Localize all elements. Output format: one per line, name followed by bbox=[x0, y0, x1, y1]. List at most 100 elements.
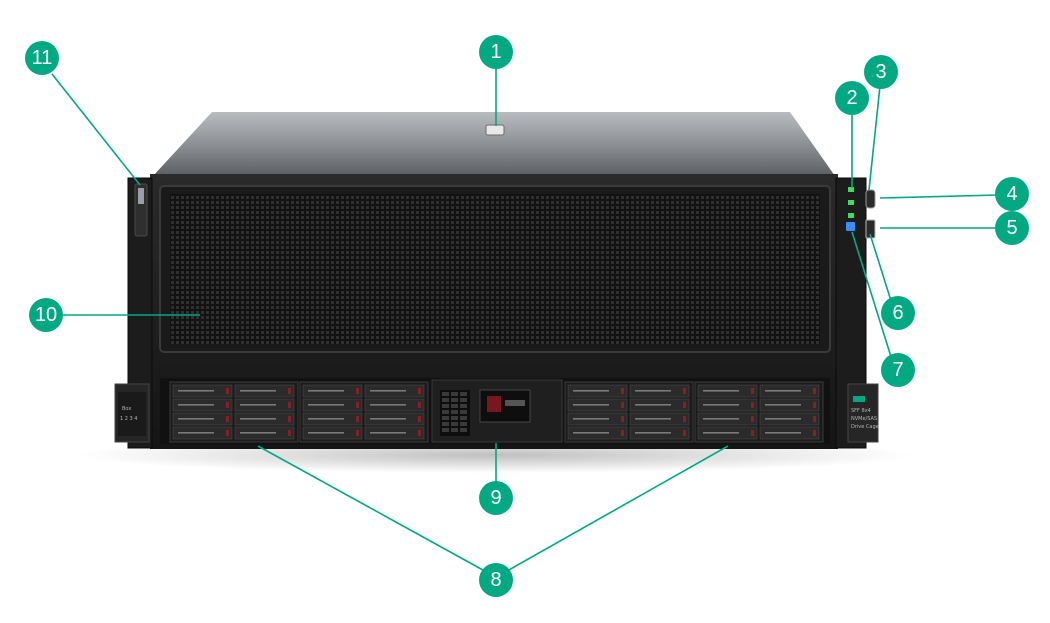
drive-label-strip bbox=[178, 432, 214, 434]
callout-3: 3 bbox=[864, 55, 898, 89]
right-tag-led bbox=[853, 396, 865, 402]
callout-2-label: 2 bbox=[846, 87, 857, 109]
drive-label-strip bbox=[370, 390, 406, 392]
drive-label-strip bbox=[308, 418, 344, 420]
drive-release-latch[interactable] bbox=[813, 430, 816, 436]
vent-slot bbox=[460, 398, 467, 402]
callout-11-label: 11 bbox=[32, 47, 53, 69]
drive-release-latch[interactable] bbox=[751, 416, 754, 422]
drive-label-strip bbox=[573, 390, 609, 392]
drive-label-strip bbox=[635, 418, 671, 420]
drive-release-latch[interactable] bbox=[288, 416, 291, 422]
drive-label-strip bbox=[635, 390, 671, 392]
right-tag-line-2: NVMe/SAS bbox=[851, 416, 877, 422]
health-led bbox=[848, 187, 854, 192]
drive-release-latch[interactable] bbox=[621, 430, 624, 436]
drive-label-strip bbox=[765, 390, 801, 392]
vent-slot bbox=[442, 392, 449, 396]
callout-2: 2 bbox=[835, 81, 869, 115]
drive-label-strip bbox=[308, 404, 344, 406]
drive-release-latch[interactable] bbox=[356, 430, 359, 436]
drive-label-strip bbox=[635, 404, 671, 406]
vent-slot bbox=[460, 422, 467, 426]
drive-label-strip bbox=[703, 418, 739, 420]
callout-7: 7 bbox=[881, 353, 915, 387]
drive-release-latch[interactable] bbox=[751, 430, 754, 436]
drive-release-latch[interactable] bbox=[356, 402, 359, 408]
leader-8b bbox=[499, 445, 729, 576]
drive-release-latch[interactable] bbox=[418, 388, 421, 394]
drive-release-latch[interactable] bbox=[226, 402, 229, 408]
callout-5: 5 bbox=[995, 211, 1029, 245]
callout-8: 8 bbox=[479, 563, 513, 597]
callout-4: 4 bbox=[995, 177, 1029, 211]
drive-label-strip bbox=[308, 432, 344, 434]
drive-release-latch[interactable] bbox=[683, 402, 686, 408]
vent-slot bbox=[442, 410, 449, 414]
drive-release-latch[interactable] bbox=[813, 388, 816, 394]
drive-release-latch[interactable] bbox=[621, 402, 624, 408]
drive-release-latch[interactable] bbox=[356, 416, 359, 422]
drive-release-latch[interactable] bbox=[683, 430, 686, 436]
vent-slot bbox=[442, 422, 449, 426]
drive-release-latch[interactable] bbox=[418, 430, 421, 436]
callout-9-label: 9 bbox=[490, 487, 501, 509]
drive-release-latch[interactable] bbox=[226, 430, 229, 436]
serial-label-tab bbox=[138, 188, 144, 204]
drive-release-latch[interactable] bbox=[621, 416, 624, 422]
drive-label-strip bbox=[178, 390, 214, 392]
drive-label-strip bbox=[573, 418, 609, 420]
vent-slot bbox=[460, 410, 467, 414]
callout-6-label: 6 bbox=[892, 302, 903, 324]
callout-7-label: 7 bbox=[892, 359, 903, 381]
drive-release-latch[interactable] bbox=[813, 416, 816, 422]
drive-label-strip bbox=[240, 404, 276, 406]
right-tag-line-1: SFF 8x4 bbox=[851, 408, 871, 414]
drive-release-latch[interactable] bbox=[226, 416, 229, 422]
uid-button[interactable] bbox=[846, 222, 855, 231]
drive-release-latch[interactable] bbox=[621, 388, 624, 394]
drive-release-latch[interactable] bbox=[288, 402, 291, 408]
vent-slot bbox=[460, 416, 467, 420]
drive-release-latch[interactable] bbox=[418, 402, 421, 408]
callout-4-label: 4 bbox=[1006, 183, 1017, 205]
drive-release-latch[interactable] bbox=[751, 388, 754, 394]
callout-8-label: 8 bbox=[490, 569, 501, 591]
callout-9: 9 bbox=[479, 481, 513, 515]
drive-release-latch[interactable] bbox=[813, 402, 816, 408]
leader-6 bbox=[869, 233, 893, 305]
leader-4 bbox=[879, 194, 999, 199]
drive-release-latch[interactable] bbox=[683, 388, 686, 394]
ilo-service-port[interactable] bbox=[865, 189, 876, 209]
drive-label-strip bbox=[308, 390, 344, 392]
vent-slot bbox=[460, 428, 467, 432]
drive-release-latch[interactable] bbox=[288, 388, 291, 394]
drive-label-strip bbox=[370, 432, 406, 434]
drive-release-latch[interactable] bbox=[418, 416, 421, 422]
drive-label-strip bbox=[370, 404, 406, 406]
callout-1-label: 1 bbox=[490, 41, 501, 63]
drive-release-latch[interactable] bbox=[751, 402, 754, 408]
drive-label-strip bbox=[703, 432, 739, 434]
cover-latch bbox=[485, 124, 505, 136]
drive-release-latch[interactable] bbox=[288, 430, 291, 436]
drive-label-strip bbox=[765, 432, 801, 434]
power-led bbox=[848, 213, 854, 218]
vent-slot bbox=[451, 410, 458, 414]
drive-label-strip bbox=[703, 404, 739, 406]
vent-slot bbox=[460, 392, 467, 396]
callout-5-label: 5 bbox=[1006, 217, 1017, 239]
left-tag-line-1: Box bbox=[122, 406, 131, 412]
drive-release-latch[interactable] bbox=[356, 388, 359, 394]
display-slot bbox=[505, 400, 525, 406]
drive-label-strip bbox=[240, 432, 276, 434]
drive-release-latch[interactable] bbox=[226, 388, 229, 394]
right-ear-bottom-module bbox=[847, 383, 879, 443]
display-accent bbox=[487, 396, 501, 412]
drive-label-strip bbox=[178, 404, 214, 406]
vent-grid bbox=[440, 390, 470, 436]
drive-release-latch[interactable] bbox=[683, 416, 686, 422]
vent-slot bbox=[451, 416, 458, 420]
drive-label-strip bbox=[240, 390, 276, 392]
